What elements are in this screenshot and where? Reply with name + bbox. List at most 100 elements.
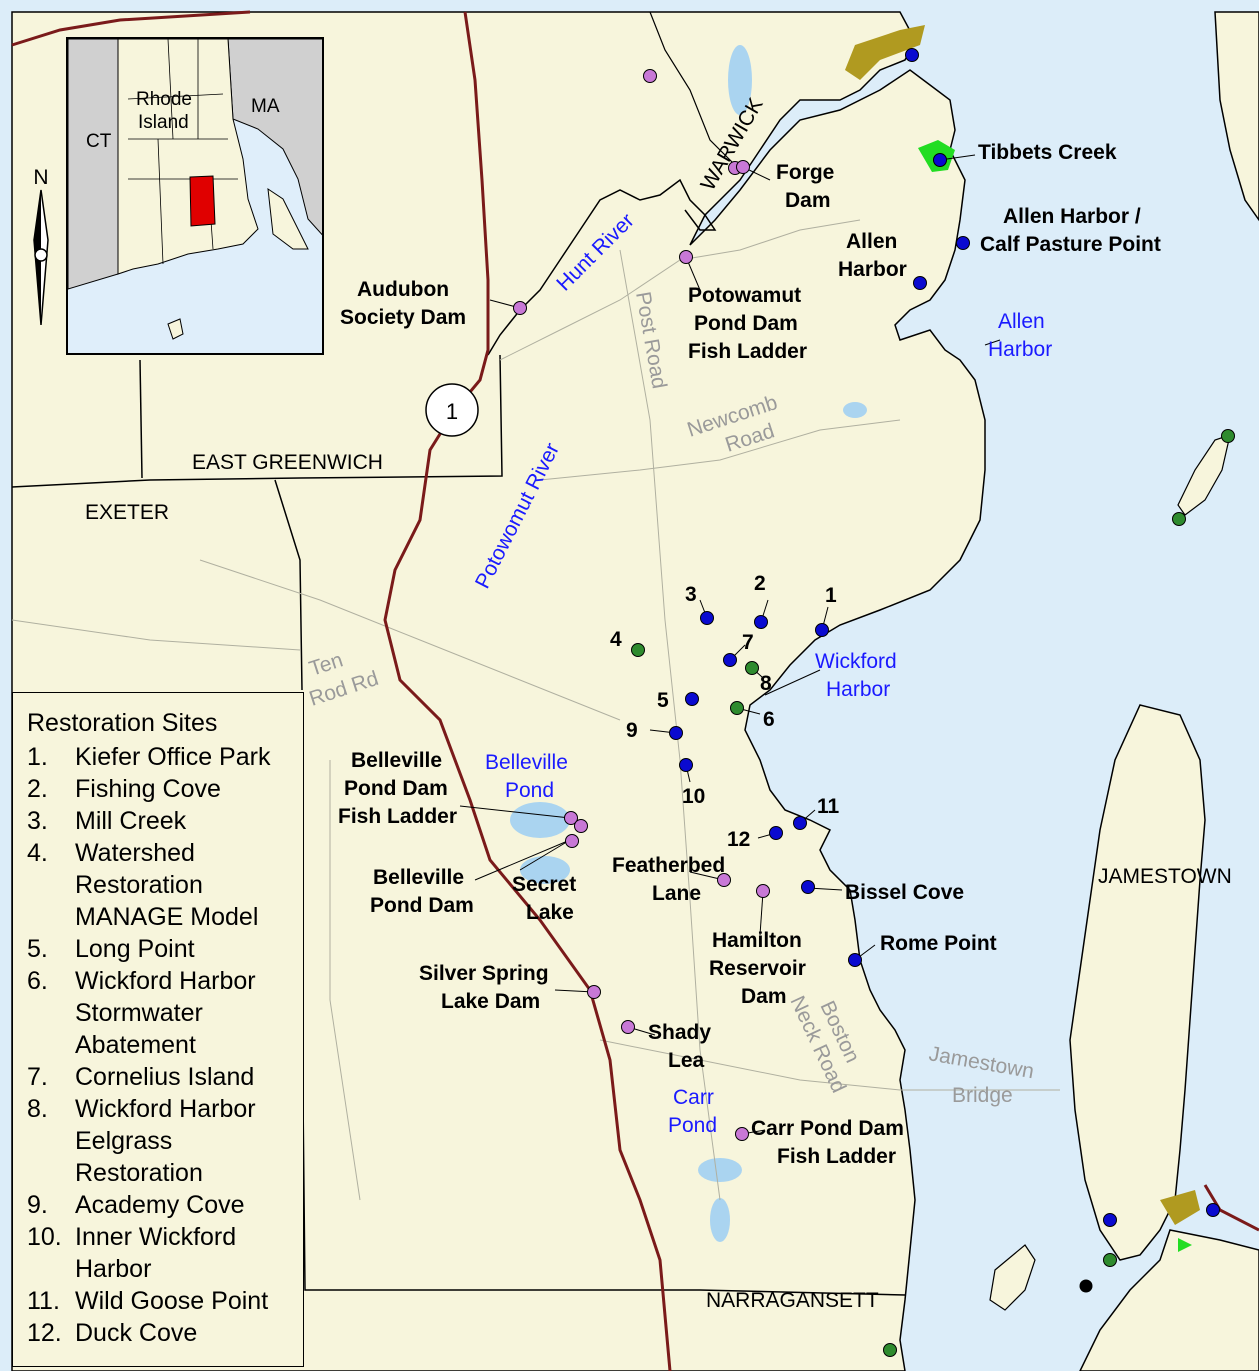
site-number-12: 12 (727, 828, 750, 851)
east-greenwich-pond (843, 402, 867, 418)
legend-item-label: Fishing Cove (75, 773, 303, 805)
town-boundary-exeter (274, 479, 303, 691)
legend-title: Restoration Sites (27, 709, 218, 737)
inset-highlight (189, 175, 216, 227)
marker-audubon (513, 301, 527, 315)
legend-item-label: Cornelius Island (75, 1061, 303, 1093)
site-belleville-ladder-1: Belleville (351, 749, 442, 772)
legend-item-number: 9. (27, 1191, 48, 1219)
legend-item-label: Long Point (75, 933, 303, 965)
jamestown-island (1069, 704, 1206, 1261)
legend-item: 3.Mill Creek (27, 805, 303, 837)
legend-item-number: 11. (27, 1287, 60, 1315)
marker-dam-north (643, 69, 657, 83)
marker-site-5 (685, 692, 699, 706)
jamestown-south (1079, 1229, 1259, 1371)
site-potowamut-1: Potowamut (688, 284, 801, 307)
legend-item-label: Duck Cove (75, 1317, 303, 1349)
marker-site-8 (745, 661, 759, 675)
legend-item-line: Inner Wickford (75, 1223, 237, 1251)
legend-item-number: 6. (27, 967, 48, 995)
marker-north-coast (905, 48, 919, 62)
route-1-shield (425, 383, 479, 437)
marsh-north (845, 25, 925, 80)
marker-site-9 (669, 726, 683, 740)
site-allen-calf-1: Allen Harbor / (1003, 205, 1141, 228)
hope-island (1177, 434, 1231, 516)
site-number-4: 4 (610, 628, 622, 651)
site-forge-dam-1: Forge (776, 161, 834, 184)
site-belleville-ladder-2: Pond Dam (344, 777, 448, 800)
marker-site-4 (631, 643, 645, 657)
site-rome-point: Rome Point (880, 932, 997, 955)
marker-belleville-ladder-a (564, 811, 578, 825)
marker-hamilton (756, 884, 770, 898)
water-allen-harbor-1: Allen (998, 310, 1045, 333)
town-exeter: EXETER (85, 501, 169, 524)
legend-item: 1.Kiefer Office Park (27, 741, 303, 773)
site-secret-lake-2: Lake (526, 901, 574, 924)
site-number-3: 3 (685, 583, 697, 606)
legend-item-number: 1. (27, 743, 48, 771)
site-number-7: 7 (742, 631, 754, 654)
site-potowamut-3: Fish Ladder (688, 340, 807, 363)
marker-belleville-ladder-b (574, 819, 588, 833)
site-belleville-dam-1: Belleville (373, 866, 464, 889)
leader-lines (459, 154, 1001, 1135)
marker-belleville-dam (565, 834, 579, 848)
site-number-11: 11 (817, 795, 840, 818)
site-number-6: 6 (763, 708, 775, 731)
coastal-markers (669, 48, 1220, 1227)
site-secret-lake-1: Secret (512, 873, 576, 896)
hunt-river-line (487, 178, 717, 356)
route-1-shield-label: 1 (446, 399, 458, 424)
legend-item-number: 12. (27, 1319, 62, 1347)
legend-item-line: Long Point (75, 935, 195, 963)
legend-item-line: Wild Goose Point (75, 1287, 269, 1315)
belleville-pond (510, 802, 570, 838)
marker-site-2 (754, 615, 768, 629)
site-carr-ladder-2: Fish Ladder (777, 1145, 896, 1168)
site-allen-calf-2: Calf Pasture Point (980, 233, 1161, 256)
legend-item-line: Restoration (75, 1159, 203, 1187)
legend-item-label: Wild Goose Point (75, 1285, 303, 1317)
marker-shady-lea (621, 1020, 635, 1034)
marker-potowamut (679, 250, 693, 264)
site-hamilton-1: Hamilton (712, 929, 802, 952)
town-boundary-north (139, 359, 143, 479)
water-carr-2: Pond (668, 1114, 717, 1137)
town-boundary-eg (11, 354, 503, 488)
legend-item-number: 4. (27, 839, 48, 867)
site-allen-harbor-2: Harbor (838, 258, 907, 281)
legend-item-number: 2. (27, 775, 48, 803)
marsh-jamestown (1160, 1190, 1200, 1225)
water-wickford-1: Wickford (815, 650, 897, 673)
marker-forge-dam-b (736, 160, 750, 174)
town-east-greenwich: EAST GREENWICH (192, 451, 383, 474)
site-featherbed-1: Featherbed (612, 854, 725, 877)
road-jamestown-bridge-2: Bridge (952, 1084, 1013, 1107)
legend-item-line: Abatement (75, 1031, 196, 1059)
marker-tibbets (933, 153, 947, 167)
site-belleville-ladder-3: Fish Ladder (338, 805, 457, 828)
water-wickford-2: Harbor (826, 678, 890, 701)
legend-item: 11. Wild Goose Point (27, 1285, 303, 1317)
eelgrass-markers (631, 429, 1235, 1357)
north-arrow: N (33, 166, 49, 326)
site-featherbed-2: Lane (652, 882, 701, 905)
inset-label-ct: CT (86, 131, 112, 152)
marker-site-12 (769, 826, 783, 840)
marker-allen-harbor (913, 276, 927, 290)
site-audubon-2: Society Dam (340, 306, 466, 329)
marker-site-1 (815, 623, 829, 637)
legend-item-line: Duck Cove (75, 1319, 198, 1347)
marker-site-7 (723, 653, 737, 667)
site-carr-ladder-1: Carr Pond Dam (751, 1117, 904, 1140)
dam-markers (513, 69, 770, 1141)
site-hamilton-2: Reservoir (709, 957, 806, 980)
potowomut-upper (649, 11, 736, 166)
